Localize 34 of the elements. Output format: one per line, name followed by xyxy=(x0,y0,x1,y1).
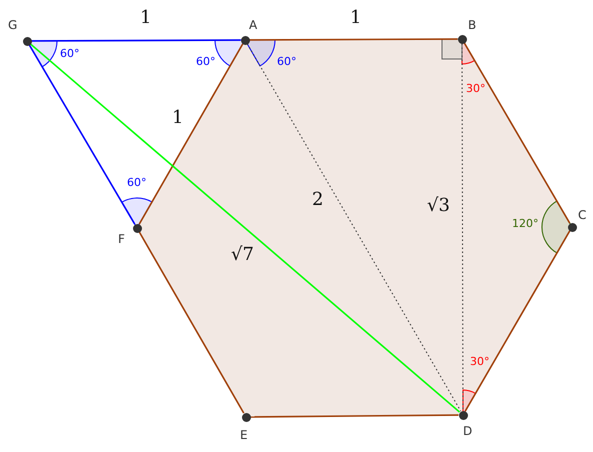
edge-label: √7 xyxy=(231,245,254,265)
point-label: G xyxy=(8,18,18,32)
point-label: B xyxy=(468,18,476,32)
line-segment xyxy=(138,232,244,414)
dotted-segment xyxy=(246,43,462,412)
dotted-segment xyxy=(462,43,464,411)
angle-label: 60° xyxy=(196,55,216,68)
angle-label: 120° xyxy=(512,217,538,230)
angle-label: 60° xyxy=(127,176,146,189)
edge-label: 1 xyxy=(350,8,362,28)
point-label: F xyxy=(118,232,125,246)
point xyxy=(22,36,32,46)
line-segment xyxy=(28,44,136,225)
line-segment xyxy=(464,42,570,224)
line-segment xyxy=(30,43,460,413)
angle-label: 60° xyxy=(277,55,296,68)
line-segment xyxy=(464,230,570,412)
angle-label: 30° xyxy=(466,82,486,95)
point-label: C xyxy=(578,208,586,222)
edge-label: 1 xyxy=(172,108,184,128)
edge-label: 1 xyxy=(140,8,152,28)
line-segment xyxy=(250,414,458,418)
angle-label: 60° xyxy=(60,47,80,60)
point xyxy=(458,34,466,44)
point-label: E xyxy=(240,428,248,442)
point-label: A xyxy=(249,18,258,32)
line-segment xyxy=(250,38,458,41)
point-label: D xyxy=(463,424,472,438)
line-segment xyxy=(32,39,240,42)
line-segment xyxy=(138,44,244,224)
edge-label: 2 xyxy=(312,190,324,210)
edge-label: √3 xyxy=(427,196,450,216)
point xyxy=(240,36,250,44)
angle-label: 30° xyxy=(470,355,490,368)
